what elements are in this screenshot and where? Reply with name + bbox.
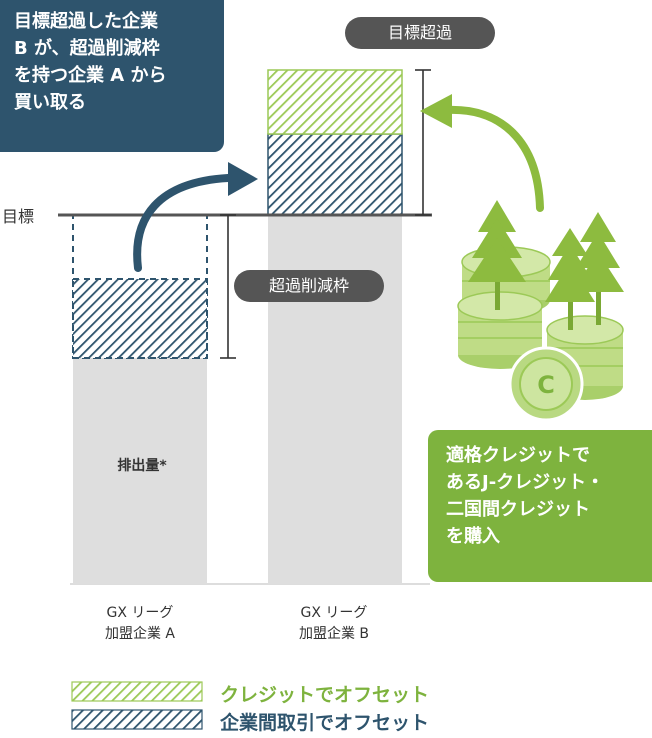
company-b-label-line: GX リーグ bbox=[300, 605, 368, 621]
exceeded-target-pill: 目標超過 bbox=[345, 17, 495, 49]
trade-callout-line: B が、超過削減枠 bbox=[14, 38, 160, 59]
company-b-trade-offset-block bbox=[267, 133, 403, 216]
credit-arrow bbox=[420, 94, 544, 212]
credit-callout-line: 適格クレジットで bbox=[446, 445, 590, 466]
excess-reduction-bracket bbox=[220, 214, 236, 359]
company-a-emission-bar bbox=[73, 358, 207, 584]
emission-label: 排出量* bbox=[117, 458, 167, 474]
exceeded-target-bracket bbox=[415, 69, 431, 216]
credit-callout-line: 二国間クレジット bbox=[446, 499, 590, 520]
legend-trade-swatch bbox=[71, 709, 203, 730]
company-b-credit-offset-block bbox=[267, 69, 403, 135]
company-a-label-line: GX リーグ bbox=[106, 605, 174, 621]
company-b-label-line: 加盟企業 B bbox=[298, 626, 370, 642]
legend-credit-label: クレジットでオフセット bbox=[220, 684, 430, 706]
credit-callout-line: あるJ-クレジット・ bbox=[446, 472, 605, 493]
trade-callout: 目標超過した企業 B が、超過削減枠 を持つ企業 A から 買い取る bbox=[0, 0, 224, 152]
company-b-label: GX リーグ 加盟企業 B bbox=[264, 603, 404, 645]
credit-callout: 適格クレジットで あるJ-クレジット・ 二国間クレジット を購入 bbox=[428, 430, 652, 582]
company-a-excess-reduction-block bbox=[72, 278, 208, 359]
company-a-label: GX リーグ 加盟企業 A bbox=[70, 603, 210, 645]
legend-credit-swatch bbox=[71, 681, 203, 702]
trade-callout-line: 買い取る bbox=[14, 92, 86, 113]
legend-trade-label: 企業間取引でオフセット bbox=[220, 712, 430, 734]
credit-callout-line: を購入 bbox=[446, 526, 500, 547]
trade-callout-line: 目標超過した企業 bbox=[14, 11, 158, 32]
trade-callout-line: を持つ企業 A から bbox=[14, 65, 167, 86]
company-a-label-line: 加盟企業 A bbox=[104, 626, 176, 642]
trade-arrow bbox=[133, 162, 258, 272]
forest-coins-illustration bbox=[457, 200, 624, 422]
coin-symbol: C bbox=[537, 371, 555, 399]
excess-reduction-pill: 超過削減枠 bbox=[234, 270, 384, 302]
target-label: 目標 bbox=[2, 207, 35, 226]
